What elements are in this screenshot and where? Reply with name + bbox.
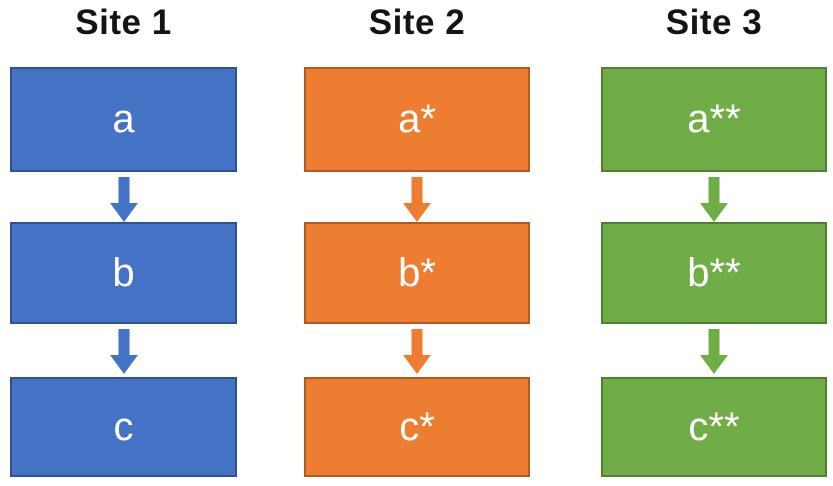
down-arrow-icon — [403, 329, 431, 374]
flow-box: b* — [304, 222, 530, 324]
down-arrow-icon — [700, 329, 728, 374]
down-arrow-icon — [109, 177, 138, 222]
site-column-1: Site 1 a b c — [10, 0, 237, 486]
site-column-2: Site 2 a* b* c* — [304, 0, 530, 486]
down-arrow-icon — [403, 177, 431, 222]
flow-box: a* — [304, 67, 530, 172]
site-title: Site 1 — [75, 3, 172, 42]
flow-box: b — [10, 222, 237, 324]
down-arrow-icon — [700, 177, 728, 222]
flow-box: c* — [304, 377, 530, 477]
flow-box: b** — [601, 222, 827, 324]
flow-box: a** — [601, 67, 827, 172]
flow-box: a — [10, 67, 237, 172]
site-title: Site 3 — [665, 3, 763, 42]
down-arrow-icon — [109, 329, 138, 374]
flow-box: c** — [601, 377, 827, 477]
flow-box: c — [10, 377, 237, 477]
site-column-3: Site 3 a** b** c** — [601, 0, 827, 486]
site-title: Site 2 — [368, 3, 466, 42]
